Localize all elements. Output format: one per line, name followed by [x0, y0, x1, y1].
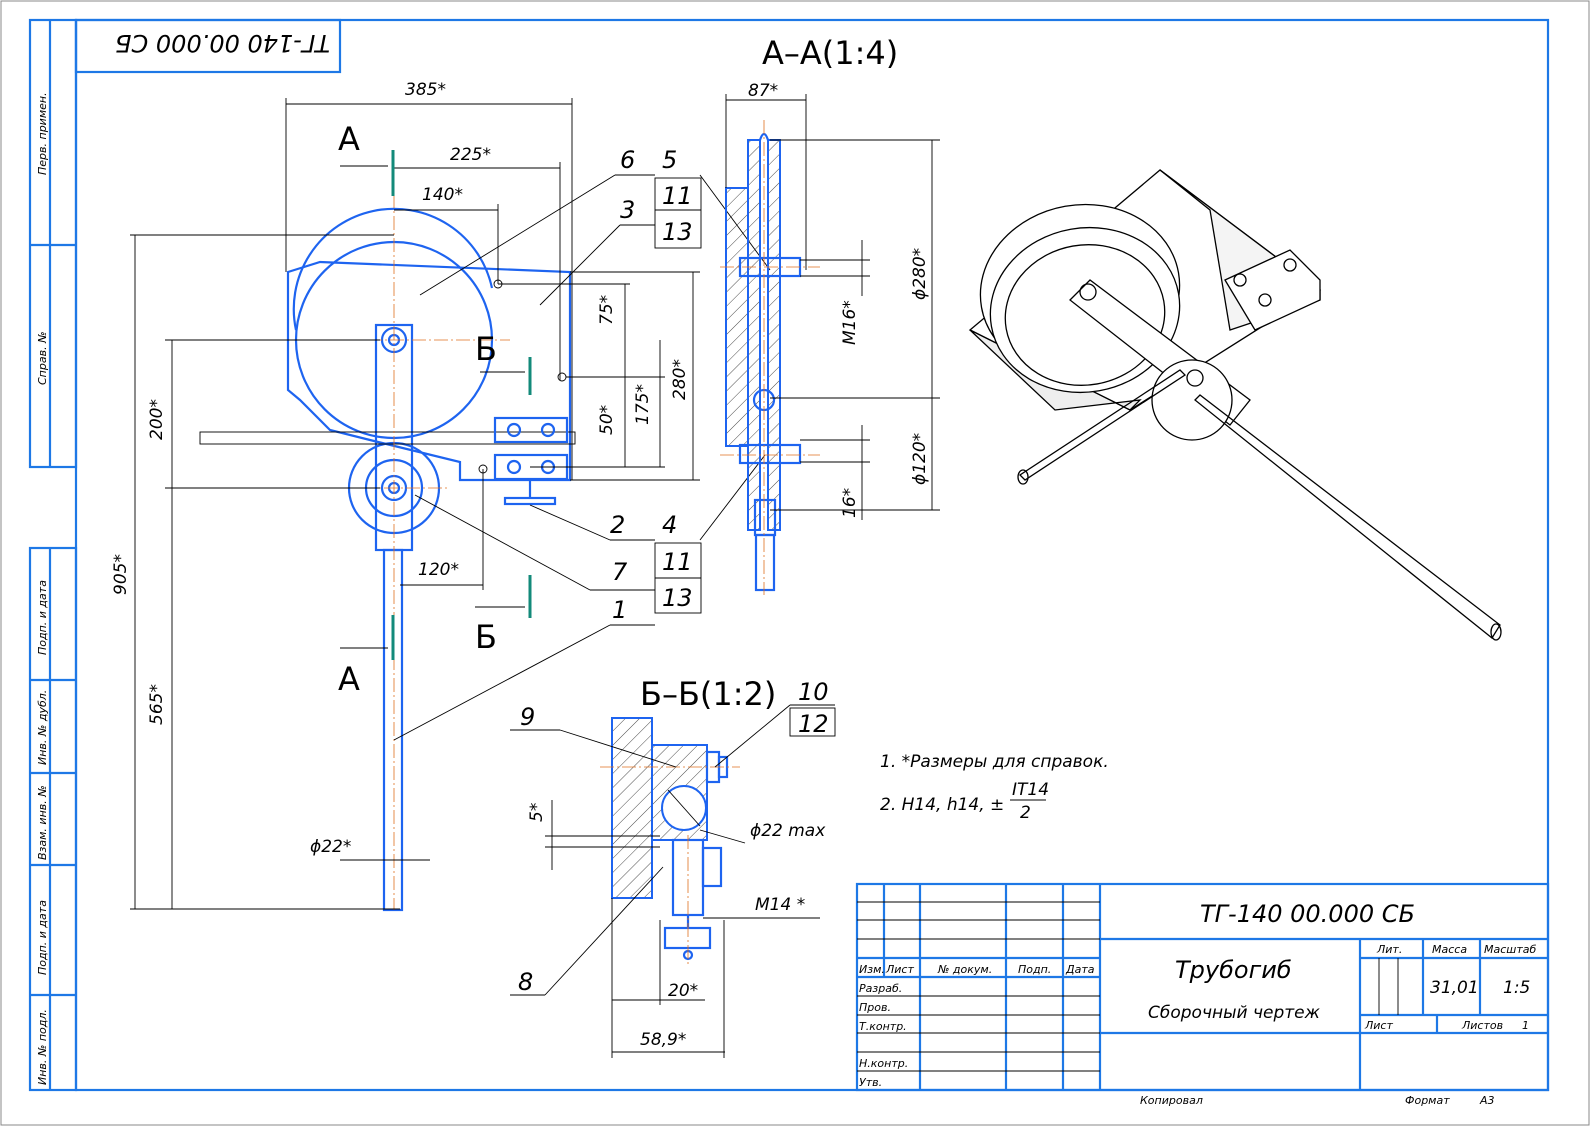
dim-text: 75* — [597, 295, 617, 325]
tb-row-label: Разраб. — [859, 982, 902, 995]
isometric-view — [968, 169, 1502, 641]
dim-text: 565* — [147, 684, 167, 725]
dim-text: 16* — [840, 488, 860, 518]
drawing-frame — [74, 18, 1550, 1092]
section-a-a: А–А(1:4) 87* ϕ280* M16* ϕ120* 16* — [720, 34, 940, 595]
tb-scale: 1:5 — [1503, 978, 1530, 998]
tb-header-sign: Подп. — [1018, 963, 1051, 976]
tb-sheet-label: Лист — [1364, 1019, 1393, 1032]
tb-sheets: 1 — [1522, 1019, 1529, 1032]
tb-header-date: Дата — [1065, 963, 1095, 976]
callout-number: 13 — [662, 584, 693, 612]
section-b-b: Б–Б(1:2) 10 12 9 8 5* ϕ22 max M14 * 20* … — [510, 675, 836, 1058]
dim-text: 140* — [422, 185, 463, 205]
section-bb-title: Б–Б(1:2) — [640, 675, 776, 713]
tb-mass: 31,01 — [1430, 978, 1479, 998]
tb-mass-label: Масса — [1432, 943, 1467, 956]
callout-number: 7 — [612, 558, 628, 586]
tb-row-label: Утв. — [859, 1076, 882, 1089]
dim-text: M14 * — [755, 895, 805, 915]
callouts: 6 5 11 3 13 2 4 11 7 13 1 — [393, 146, 771, 741]
callout-number: 12 — [798, 710, 829, 738]
tb-doc-type: Сборочный чертеж — [1148, 1003, 1321, 1023]
cut-label-b-top: Б — [475, 330, 497, 368]
note-2: 2. H14, h14, ± — [880, 795, 1004, 815]
strip-label: Справ. № — [36, 331, 49, 385]
callout-number: 13 — [662, 218, 693, 246]
cut-label-a-bottom: А — [338, 660, 360, 698]
note-2-numerator: IT14 — [1012, 780, 1049, 800]
tb-row-label: Н.контр. — [859, 1057, 908, 1070]
note-1: 1. *Размеры для справок. — [880, 752, 1109, 772]
dim-text: ϕ22* — [310, 837, 351, 857]
dim-text: 280* — [670, 359, 690, 400]
dim-text: 200* — [147, 399, 167, 440]
cut-label-b-bottom: Б — [475, 618, 497, 656]
callout-number: 9 — [520, 703, 535, 731]
dim-text: 905* — [111, 554, 131, 595]
callout-number: 8 — [518, 968, 533, 996]
strip-label: Подп. и дата — [36, 580, 49, 655]
dim-text: 58,9* — [640, 1030, 686, 1050]
front-view: А А Б Б 385* 225* 140* 75* 50* 175* 280*… — [111, 80, 700, 912]
dim-text: 20* — [668, 981, 698, 1001]
tb-header-izm: Изм. — [859, 963, 885, 976]
tb-header-list: Лист — [885, 963, 914, 976]
dim-text: ϕ280* — [910, 248, 930, 300]
tb-row-label: Пров. — [859, 1001, 891, 1014]
callout-number: 11 — [662, 548, 693, 576]
dim-text: 87* — [748, 81, 778, 101]
callout-number: 1 — [612, 596, 627, 624]
dim-text: ϕ120* — [910, 433, 930, 485]
dim-text: 120* — [418, 560, 459, 580]
dim-text: 225* — [450, 145, 491, 165]
dim-text: 50* — [597, 405, 617, 435]
callout-number: 11 — [662, 182, 693, 210]
rotated-designation: ТГ-140 00.000 СБ — [115, 29, 330, 57]
tb-designation: ТГ-140 00.000 СБ — [1200, 900, 1415, 928]
callout-number: 2 — [610, 511, 625, 539]
top-stamp — [74, 18, 342, 74]
tb-scale-label: Масштаб — [1484, 943, 1536, 956]
note-2-denominator: 2 — [1020, 803, 1031, 823]
tb-sheets-label: Листов — [1461, 1019, 1503, 1032]
strip-label: Инв. № дубл. — [36, 690, 49, 765]
footer-format-label: Формат — [1405, 1094, 1450, 1107]
dim-text: M16* — [840, 300, 860, 345]
strip-label: Взам. инв. № — [36, 785, 49, 860]
tb-lit-label: Лит. — [1376, 943, 1402, 956]
title-block: Изм. Лист № докум. Подп. Дата Разраб. Пр… — [855, 882, 1550, 1092]
side-strip: Перв. примен. Справ. № Подп. и дата Инв.… — [28, 18, 78, 1092]
strip-label: Инв. № подл. — [36, 1009, 49, 1085]
tb-header-doc: № докум. — [937, 963, 992, 976]
callout-number: 4 — [662, 511, 677, 539]
cut-label-a-top: А — [338, 120, 360, 158]
callout-number: 6 — [620, 146, 635, 174]
strip-label: Перв. примен. — [36, 92, 49, 175]
dim-text: 5* — [527, 803, 547, 822]
tb-row-label: Т.контр. — [859, 1020, 907, 1033]
callout-number: 3 — [620, 196, 635, 224]
technical-notes: 1. *Размеры для справок. 2. H14, h14, ± … — [880, 752, 1109, 823]
dim-text: 175* — [633, 384, 653, 425]
section-aa-title: А–А(1:4) — [762, 34, 898, 72]
dim-text: 385* — [405, 80, 446, 100]
strip-label: Подп. и дата — [36, 900, 49, 975]
footer-copied: Копировал — [1140, 1094, 1203, 1107]
dim-text: ϕ22 max — [750, 821, 826, 841]
footer-format: А3 — [1479, 1094, 1495, 1107]
tb-name: Трубогиб — [1175, 956, 1292, 984]
callout-number: 5 — [662, 146, 677, 174]
callout-number: 10 — [798, 678, 829, 706]
